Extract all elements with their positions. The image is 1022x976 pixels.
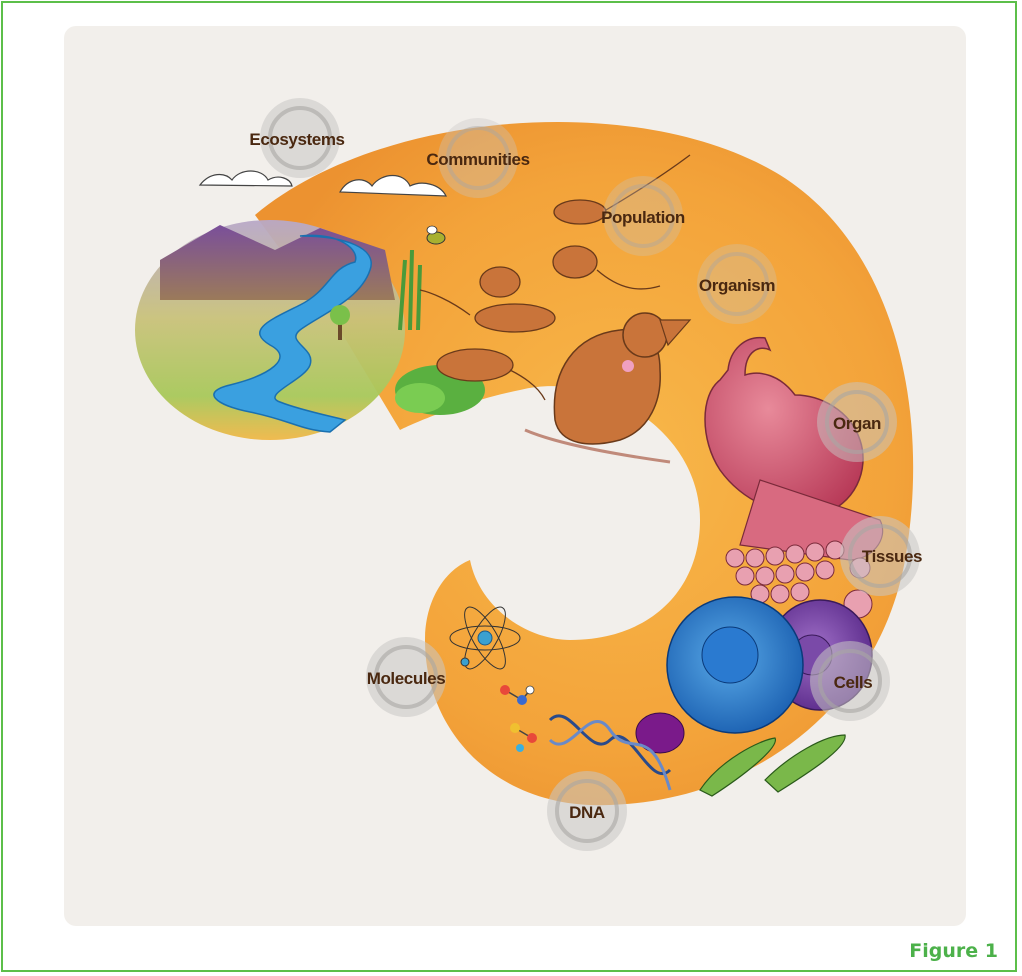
organism-label: Organism	[699, 276, 775, 295]
tissues-label: Tissues	[862, 547, 922, 566]
dna-label: DNA	[569, 803, 605, 822]
molecules-label: Molecules	[367, 669, 446, 688]
cells-label: Cells	[834, 673, 873, 692]
population-label: Population	[601, 208, 685, 227]
figure-caption: Figure 1	[909, 940, 998, 962]
communities-label: Communities	[426, 150, 529, 169]
organ-label: Organ	[833, 414, 881, 433]
ecosystems-label: Ecosystems	[249, 130, 344, 149]
